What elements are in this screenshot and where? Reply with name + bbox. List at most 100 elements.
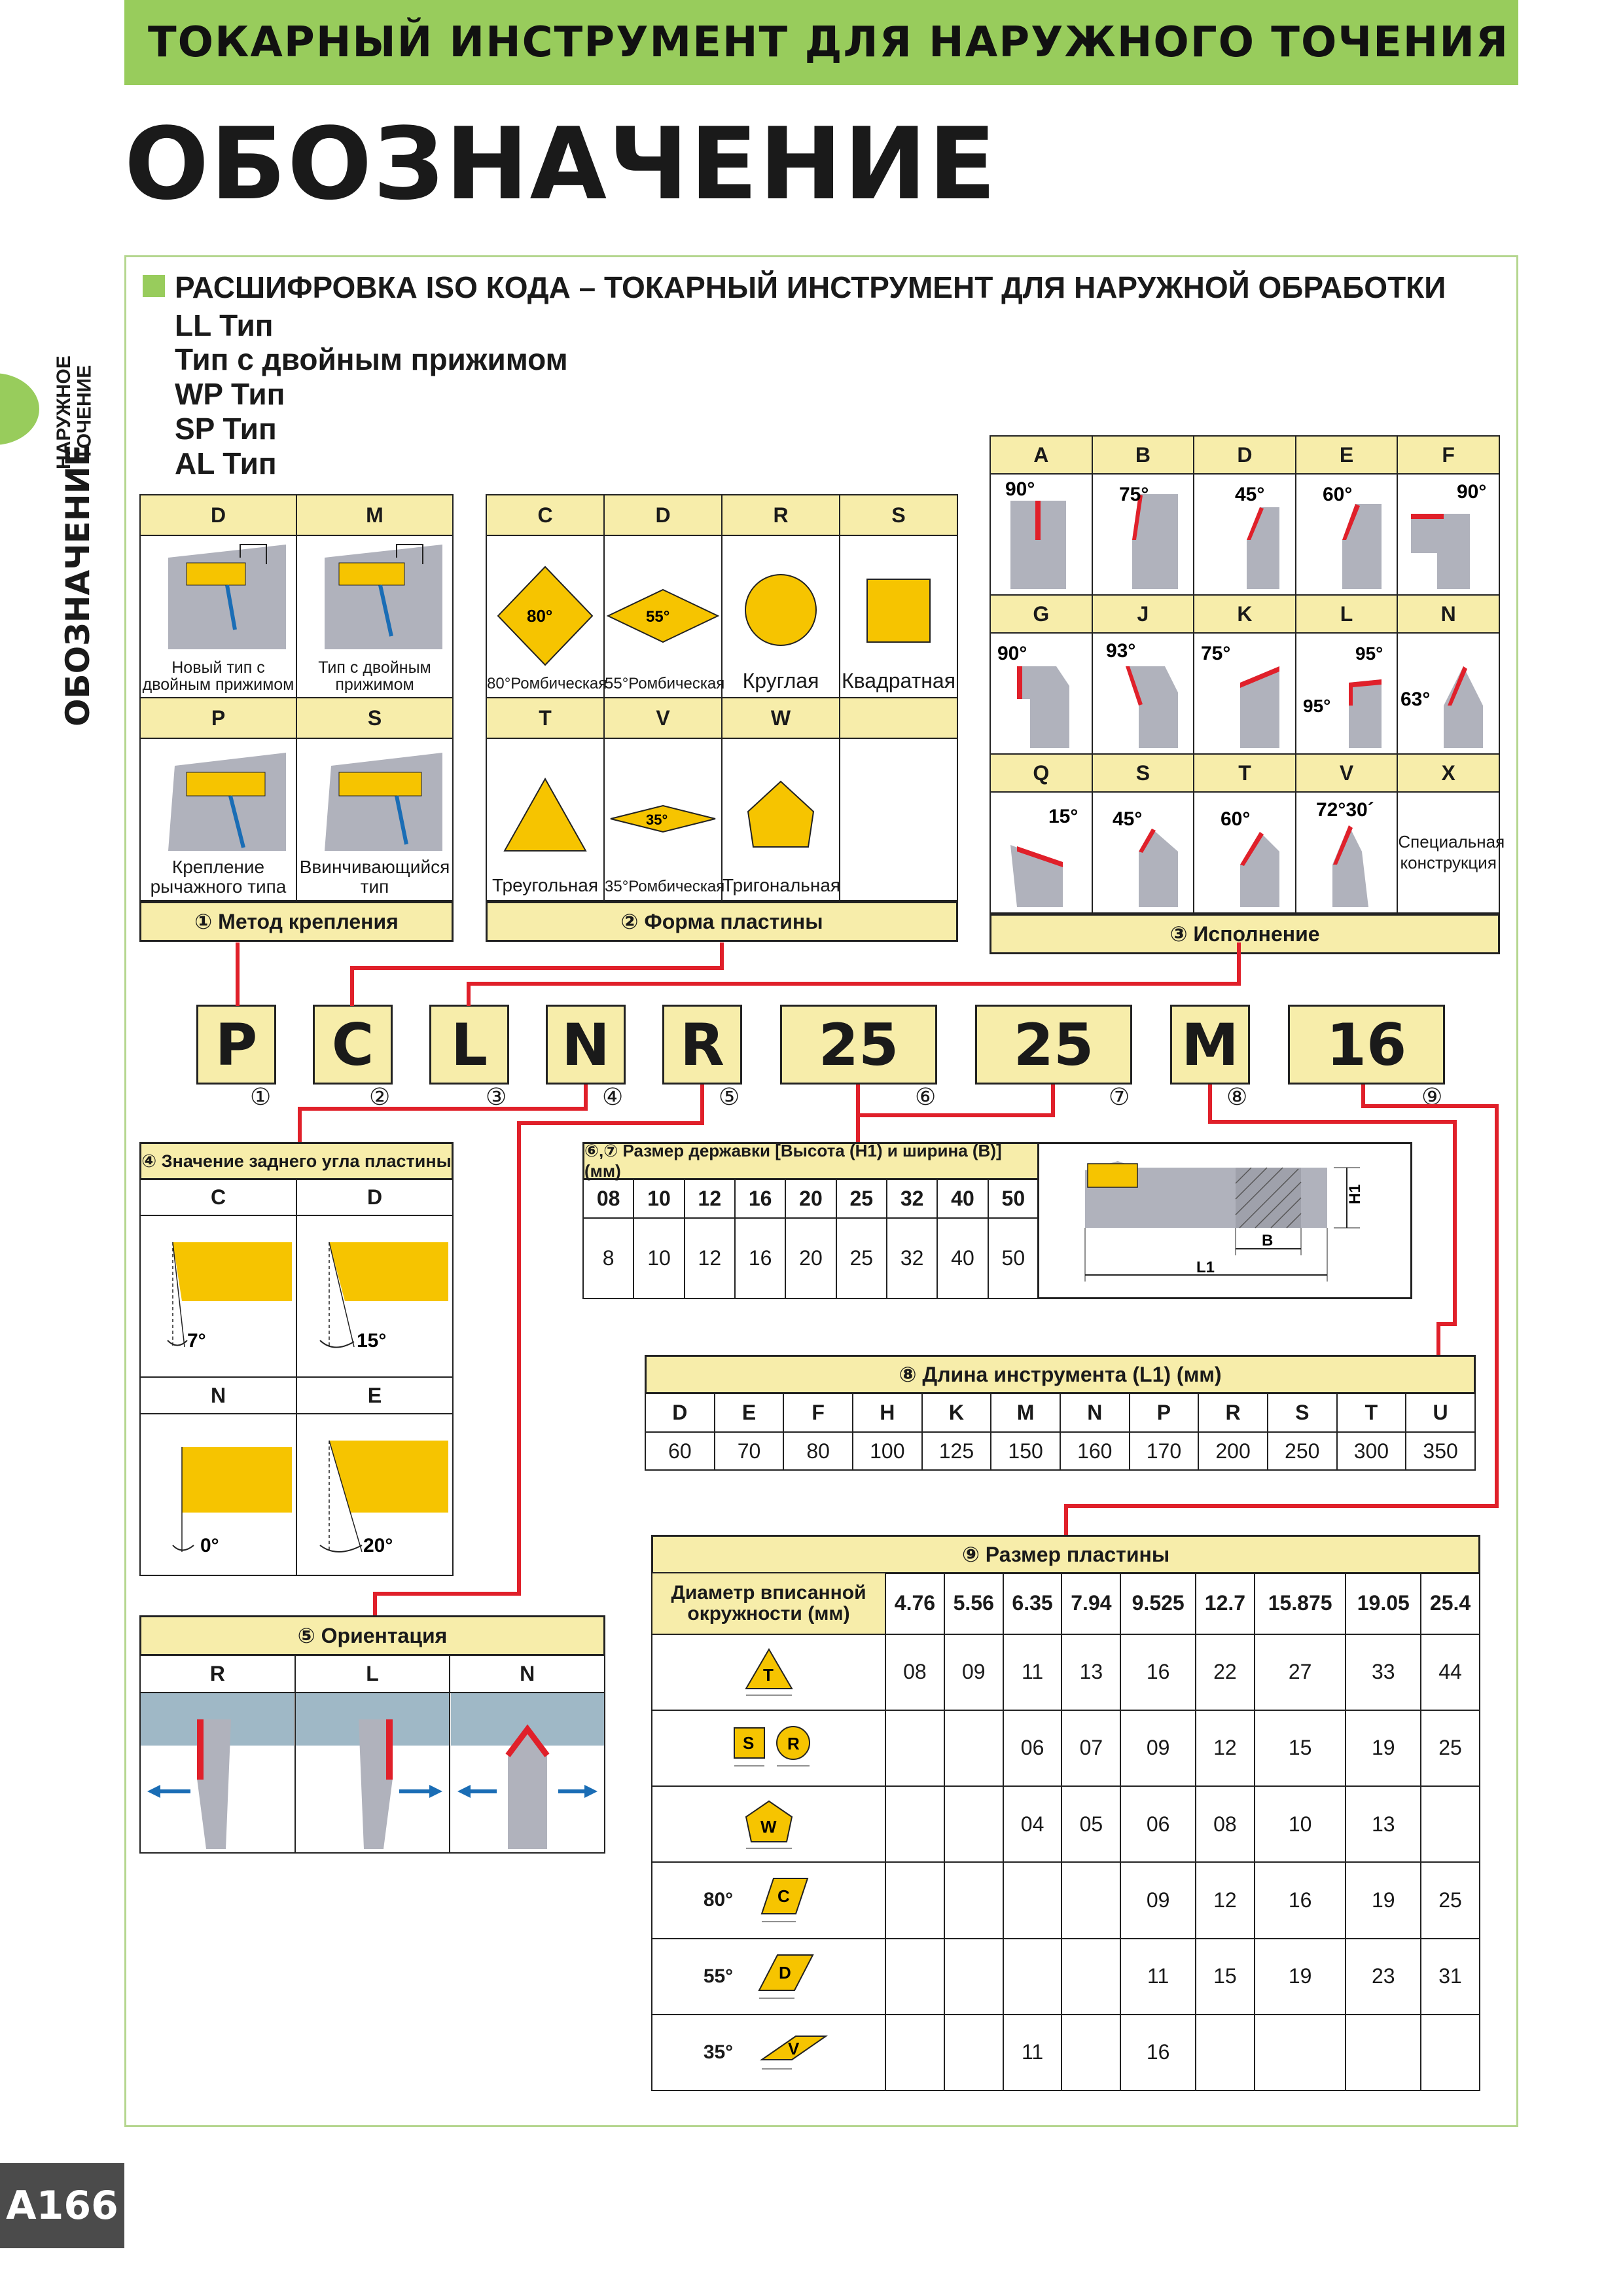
isize-value: [885, 1709, 945, 1787]
shape-code: C: [486, 494, 605, 536]
length-value: 60: [645, 1431, 715, 1471]
isize-value: [1061, 1861, 1122, 1939]
isize-col: 4.76: [885, 1572, 945, 1635]
orient-right-icon: [141, 1693, 294, 1849]
relief-e-icon: 20°: [319, 1440, 448, 1556]
isize-value: 04: [1002, 1785, 1063, 1863]
isize-value: [1061, 1937, 1122, 2015]
isize-value: 25: [1420, 1709, 1480, 1787]
style-f-icon: 90°: [1411, 481, 1487, 589]
svg-text:15°: 15°: [1048, 806, 1078, 827]
relief-code: D: [296, 1178, 454, 1216]
t-insert-icon: T: [744, 1647, 793, 1696]
clamp-code: S: [296, 697, 454, 739]
isize-value: 19: [1345, 1709, 1422, 1787]
svg-text:90°: 90°: [997, 643, 1027, 664]
style-code: E: [1294, 435, 1399, 475]
code-num: ①: [250, 1083, 272, 1110]
isize-col: 6.35: [1002, 1572, 1063, 1635]
shank-code: 20: [785, 1178, 837, 1219]
svg-text:20°: 20°: [363, 1535, 393, 1556]
triangle-insert-icon: [503, 777, 587, 852]
isize-angle: 80°: [703, 1889, 734, 1911]
style-code: F: [1397, 435, 1500, 475]
code-num: ③: [486, 1083, 507, 1110]
iso-title: РАСШИФРОВКА ISO КОДА – ТОКАРНЫЙ ИНСТРУМЕ…: [175, 270, 1446, 304]
isize-value: 12: [1195, 1709, 1255, 1787]
isize-title: ⑨ Размер пластины: [651, 1535, 1480, 1574]
shape-angle: 55°: [646, 608, 669, 626]
isize-value: 25: [1420, 1861, 1480, 1939]
clamp-s-illustration: [324, 753, 442, 852]
isize-col: 7.94: [1061, 1572, 1122, 1635]
svg-text:C: C: [777, 1886, 790, 1906]
isize-value: 16: [1253, 1861, 1347, 1939]
clamp-title: ① Метод крепления: [139, 901, 454, 942]
svg-text:L1: L1: [1196, 1259, 1215, 1276]
isize-value: 16: [1120, 1633, 1197, 1711]
svg-text:45°: 45°: [1113, 808, 1142, 830]
length-value: 80: [783, 1431, 853, 1471]
shape-code: S: [839, 494, 958, 536]
isize-col: 9.525: [1120, 1572, 1197, 1635]
style-code: G: [990, 594, 1093, 634]
orient-code: R: [139, 1654, 296, 1693]
length-code: E: [713, 1392, 785, 1433]
isize-value: [1253, 2013, 1347, 2092]
shank-value: 25: [835, 1217, 887, 1299]
isize-value: 09: [1120, 1861, 1197, 1939]
content-frame: [124, 255, 1518, 2127]
isize-value: 23: [1345, 1937, 1422, 2015]
isize-value: 22: [1195, 1633, 1255, 1711]
svg-text:0°: 0°: [200, 1535, 219, 1556]
svg-text:W: W: [760, 1817, 777, 1837]
length-code: M: [990, 1392, 1061, 1433]
shape-code: T: [486, 697, 605, 739]
style-v-icon: 72°30´: [1316, 799, 1374, 907]
tool-dimension-diagram: H1 B L1: [1084, 1161, 1364, 1282]
style-code: L: [1294, 594, 1399, 634]
c-insert-icon: C: [760, 1878, 809, 1922]
clamp-label: Ввинчивающийся тип: [299, 857, 450, 897]
clamp-label: Тип с двойным прижимом: [318, 658, 431, 694]
rhombic-35-icon: 35°: [610, 804, 716, 833]
style-k-icon: 75°: [1201, 643, 1280, 748]
isize-value: 05: [1061, 1785, 1122, 1863]
isize-value: [943, 1937, 1004, 2015]
svg-text:93°: 93°: [1106, 640, 1135, 662]
style-code: D: [1193, 435, 1296, 475]
shank-code: 40: [936, 1178, 989, 1219]
clamp-cell: Крепление рычажного типа: [139, 738, 297, 901]
style-code: X: [1397, 753, 1500, 793]
svg-text:S: S: [743, 1733, 754, 1753]
style-t-icon: 60°: [1221, 808, 1280, 907]
shank-value: 8: [582, 1217, 635, 1299]
shank-code: 08: [582, 1178, 635, 1219]
shape-label: Тригональная: [722, 875, 841, 895]
code-box-2: C: [313, 1005, 393, 1085]
shape-label: Круглая: [742, 669, 819, 692]
relief-d-icon: 15°: [319, 1242, 448, 1352]
orient-neutral-icon: [450, 1693, 604, 1849]
isize-angle: 55°: [703, 1965, 734, 1987]
clamp-d-illustration: [168, 543, 286, 649]
isize-value: 15: [1253, 1709, 1347, 1787]
isize-value: 27: [1253, 1633, 1347, 1711]
style-code: T: [1193, 753, 1296, 793]
isize-angle: 35°: [703, 2041, 734, 2063]
orient-code: N: [449, 1654, 605, 1693]
shank-code: 16: [734, 1178, 787, 1219]
type-item: LL Тип: [175, 308, 274, 342]
relief-code: E: [296, 1376, 454, 1414]
length-code: S: [1266, 1392, 1338, 1433]
shape-title: ② Форма пластины: [486, 901, 958, 942]
type-item: WP Тип: [175, 377, 285, 411]
svg-text:H1: H1: [1346, 1184, 1364, 1204]
code-box-6: 25: [780, 1005, 937, 1085]
relief-code: C: [139, 1178, 297, 1216]
